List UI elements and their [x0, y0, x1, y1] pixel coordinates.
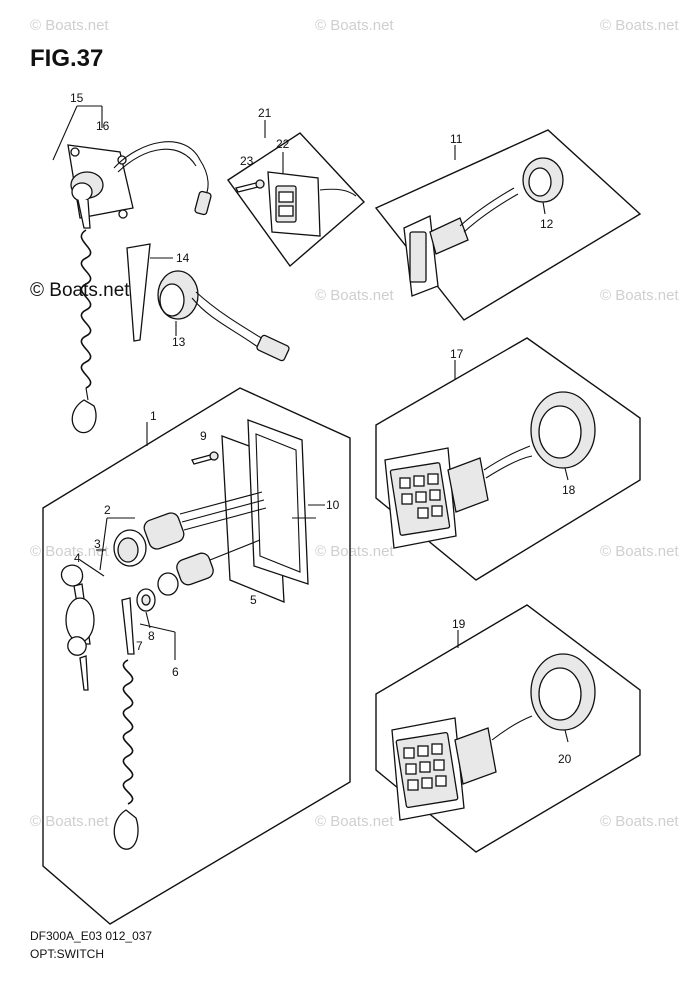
watermark-text: © Boats.net: [315, 543, 394, 560]
watermark-layer: © Boats.net © Boats.net © Boats.net © Bo…: [30, 17, 679, 830]
watermark-text: © Boats.net: [600, 543, 679, 560]
figure-code: DF300A_E03 012_037: [30, 929, 152, 943]
watermark-text: © Boats.net: [30, 17, 109, 34]
callout-9: 9: [200, 429, 207, 443]
assembly-21: [227, 120, 366, 268]
part-13-plug: [157, 270, 290, 362]
assembly-17: [375, 337, 641, 581]
callout-13: 13: [172, 335, 186, 349]
assembly-1: [42, 387, 351, 925]
assembly-11: [374, 129, 642, 321]
callout-22: 22: [276, 137, 290, 151]
watermark-text: © Boats.net: [600, 17, 679, 34]
callout-12: 12: [540, 217, 554, 231]
assembly-19: [375, 604, 641, 853]
callout-1: 1: [150, 409, 157, 423]
callout-14: 14: [176, 251, 190, 265]
callout-8: 8: [148, 629, 155, 643]
callout-17: 17: [450, 347, 464, 361]
callout-11: 11: [450, 132, 463, 146]
callout-18: 18: [562, 483, 576, 497]
callout-23: 23: [240, 154, 254, 168]
watermark-copyright: © Boats.net: [30, 280, 130, 301]
callout-2: 2: [104, 503, 111, 517]
figure-name: OPT:SWITCH: [30, 947, 104, 961]
callout-7: 7: [136, 639, 143, 653]
watermark-text: © Boats.net: [600, 287, 679, 304]
callout-19: 19: [452, 617, 466, 631]
watermark-text: © Boats.net: [30, 813, 109, 830]
callout-10: 10: [326, 498, 340, 512]
callout-6: 6: [172, 665, 179, 679]
callout-15: 15: [70, 91, 84, 105]
figure-title: FIG.37: [30, 45, 103, 72]
callout-3: 3: [94, 537, 101, 551]
watermark-text: © Boats.net: [600, 813, 679, 830]
callout-20: 20: [558, 752, 572, 766]
watermark-text: © Boats.net: [315, 287, 394, 304]
callout-labels: 1 2 3 4 5 6 7 8 9 10 11 12 13 14 15 16 1…: [70, 91, 576, 766]
callout-16: 16: [96, 119, 110, 133]
watermark-text: © Boats.net: [315, 17, 394, 34]
watermark-text: © Boats.net: [315, 813, 394, 830]
callout-5: 5: [250, 593, 257, 607]
part-14-tie-band: [126, 243, 173, 342]
callout-21: 21: [258, 106, 272, 120]
panel-17-buttons: [399, 473, 443, 519]
panel-19-buttons: [403, 743, 447, 791]
watermark-text: © Boats.net: [30, 543, 109, 560]
assembly-15: [52, 105, 212, 434]
callout-4: 4: [74, 551, 81, 565]
